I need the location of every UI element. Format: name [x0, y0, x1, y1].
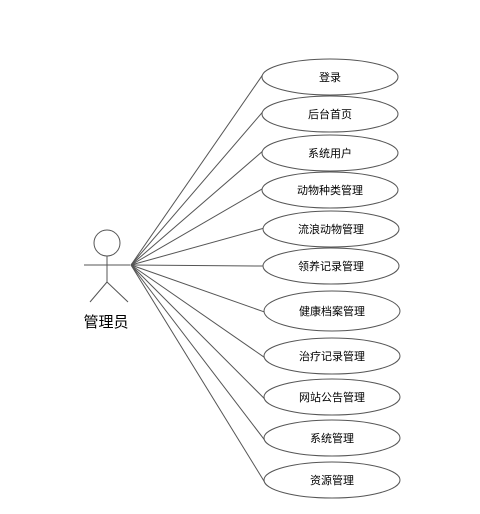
use-case-label: 资源管理: [310, 473, 354, 487]
use-case-label: 流浪动物管理: [298, 222, 364, 236]
use-case: 资源管理: [263, 461, 401, 499]
association-line: [130, 74, 264, 266]
use-case: 治疗记录管理: [263, 337, 401, 375]
use-case-label: 领养记录管理: [298, 259, 364, 273]
use-case-label: 后台首页: [308, 107, 352, 121]
use-case-ellipse: [261, 134, 399, 172]
use-case-label: 健康档案管理: [299, 304, 365, 318]
use-case-ellipse: [263, 461, 401, 499]
actor-figure: [84, 229, 130, 303]
use-case-label: 动物种类管理: [297, 183, 363, 197]
association-line: [130, 264, 266, 313]
use-case: 领养记录管理: [262, 247, 400, 285]
use-case-ellipse: [261, 95, 399, 133]
use-cases: 登录后台首页系统用户动物种类管理流浪动物管理领养记录管理健康档案管理治疗记录管理…: [261, 58, 401, 499]
use-case-ellipse: [263, 419, 401, 457]
use-case-ellipse: [262, 247, 400, 285]
association-line: [130, 264, 265, 267]
use-case-ellipse: [262, 210, 400, 248]
association-line: [130, 227, 265, 266]
association-line: [130, 264, 266, 484]
use-case-ellipse: [261, 171, 399, 209]
association-line: [130, 150, 264, 266]
use-case-label: 系统用户: [308, 146, 352, 160]
association-line: [130, 187, 264, 266]
use-case: 系统管理: [263, 419, 401, 457]
actor-name: 管理员: [83, 313, 128, 331]
use-case: 登录: [261, 58, 399, 96]
association-line: [130, 111, 264, 266]
association-line: [130, 264, 266, 400]
use-case-ellipse: [263, 337, 401, 375]
use-case-ellipse: [263, 378, 401, 416]
use-case-label: 治疗记录管理: [299, 349, 365, 363]
use-case-label: 系统管理: [310, 431, 354, 445]
use-case-ellipse: [263, 290, 401, 332]
use-case-label: 登录: [319, 70, 341, 84]
use-case: 系统用户: [261, 134, 399, 172]
use-case: 健康档案管理: [263, 290, 401, 332]
use-case: 后台首页: [261, 95, 399, 133]
use-case: 流浪动物管理: [262, 210, 400, 248]
use-case: 网站公告管理: [263, 378, 401, 416]
use-case-ellipse: [261, 58, 399, 96]
use-case: 动物种类管理: [261, 171, 399, 209]
association-line: [130, 264, 266, 359]
actor-left-leg: [89, 281, 108, 303]
actor-head: [93, 229, 121, 257]
use-case-label: 网站公告管理: [299, 390, 365, 404]
actor-right-leg: [106, 281, 129, 303]
association-line: [130, 264, 266, 441]
association-lines: [130, 74, 266, 484]
